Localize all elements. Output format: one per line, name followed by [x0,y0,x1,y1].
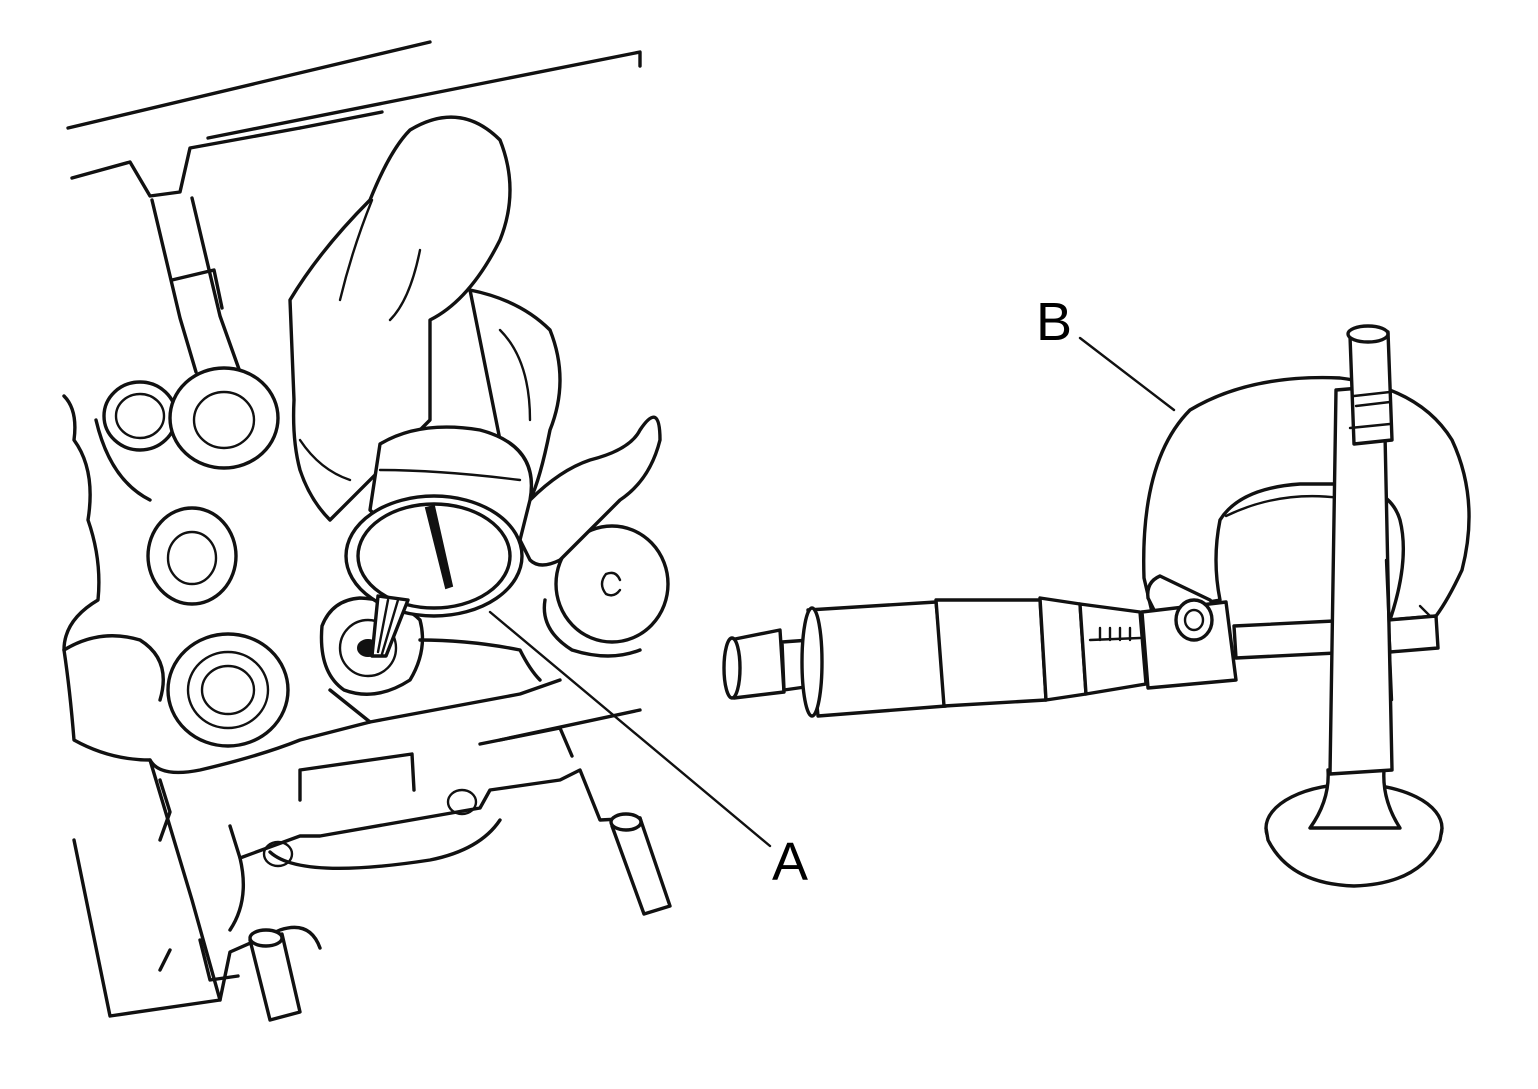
valve [1264,324,1444,888]
callout-a-label: A [772,832,808,892]
dial-indicator [344,425,534,658]
callout-b-label: B [1036,292,1072,352]
callout-a-leader [488,610,772,848]
callout-a: A [488,610,808,892]
callout-b-leader [1078,336,1176,412]
cylinder-head [62,40,672,1022]
callout-b: B [1036,292,1176,412]
